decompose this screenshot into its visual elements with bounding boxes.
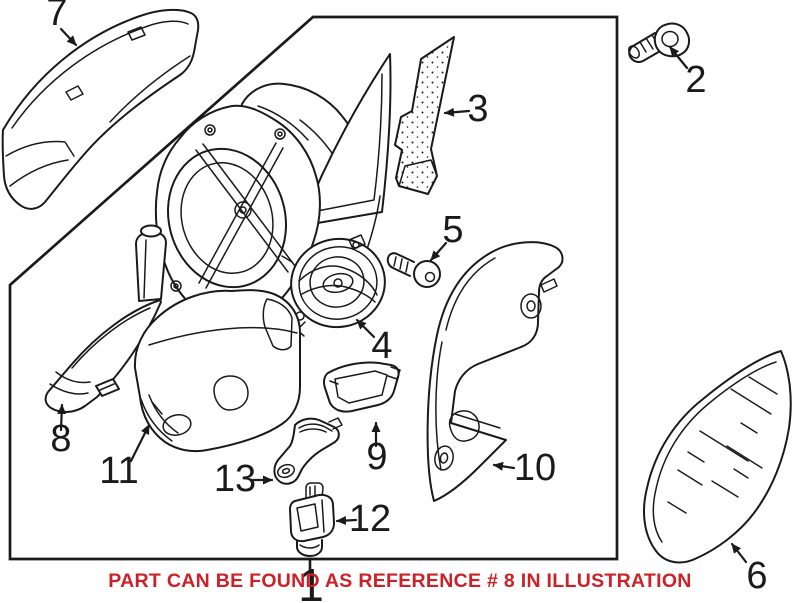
reference-caption: PART CAN BE FOUND AS REFERENCE # 8 IN IL… xyxy=(108,570,692,592)
callout-1: 1 xyxy=(298,557,324,603)
callout-label-8: 8 xyxy=(50,418,71,460)
callout-label-1: 1 xyxy=(298,559,324,603)
callout-13: 13 xyxy=(214,458,274,500)
callout-11: 11 xyxy=(99,423,151,492)
callout-12: 12 xyxy=(335,498,391,540)
glass-reflection-hatching xyxy=(667,376,778,514)
part-6-mirror-glass xyxy=(643,350,792,564)
callout-9: 9 xyxy=(366,421,388,478)
callout-label-10: 10 xyxy=(514,447,556,489)
part-7-mirror-cap xyxy=(1,8,200,210)
callout-label-12: 12 xyxy=(349,498,391,540)
part-5-screw xyxy=(386,252,441,288)
callout-3: 3 xyxy=(443,88,489,130)
callout-label-3: 3 xyxy=(467,88,488,130)
callout-6: 6 xyxy=(730,542,768,597)
part-12-sensor xyxy=(289,482,335,557)
callout-label-13: 13 xyxy=(214,458,256,500)
part-10-trim-frame xyxy=(426,241,564,502)
part-13-bracket xyxy=(273,417,343,485)
callout-4: 4 xyxy=(355,318,393,367)
callout-10: 10 xyxy=(492,447,556,489)
mirror-bracket-assembly xyxy=(154,53,392,325)
callout-5: 5 xyxy=(429,209,464,262)
part-2-bolt xyxy=(628,22,691,63)
callout-label-4: 4 xyxy=(371,325,392,367)
callout-label-5: 5 xyxy=(442,209,463,251)
callout-label-2: 2 xyxy=(685,59,706,101)
callout-7: 7 xyxy=(46,0,78,47)
part-3-gasket xyxy=(394,36,455,195)
part-11-housing xyxy=(133,289,301,453)
callout-label-9: 9 xyxy=(366,436,387,478)
callout-label-7: 7 xyxy=(46,0,67,34)
callout-label-11: 11 xyxy=(99,450,138,492)
callout-label-6: 6 xyxy=(746,555,767,597)
part-8-turn-signal-lamp xyxy=(44,224,167,413)
part-9-bracket xyxy=(323,361,401,413)
callout-8: 8 xyxy=(50,403,72,460)
part-4-motor-ring xyxy=(281,234,386,337)
callout-2: 2 xyxy=(668,45,707,101)
boundary-box xyxy=(8,15,619,561)
